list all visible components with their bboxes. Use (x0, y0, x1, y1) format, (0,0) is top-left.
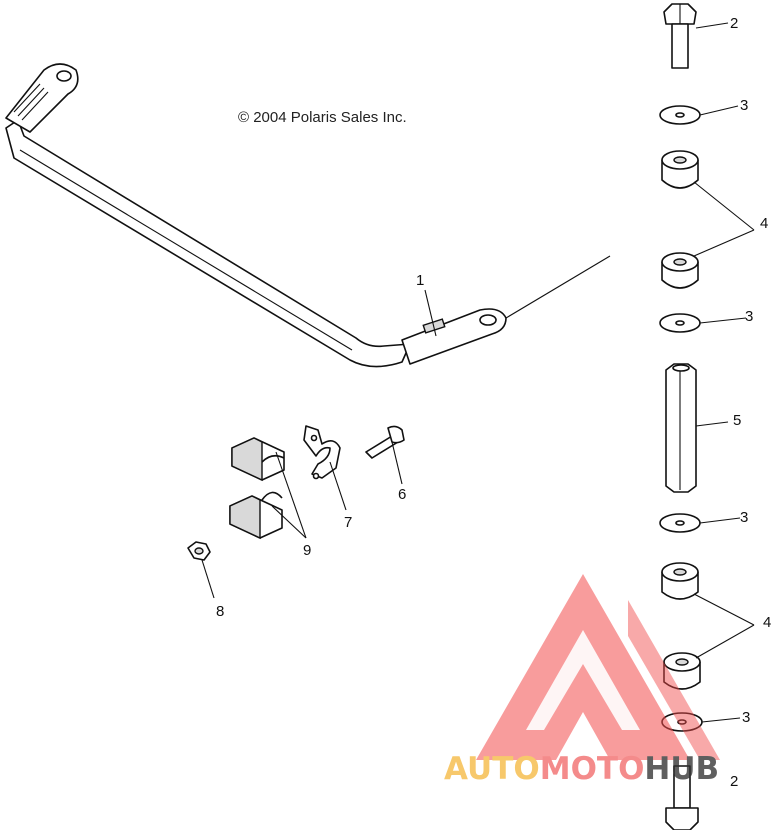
washer-c (659, 513, 701, 533)
watermark-auto: AUTO (444, 751, 540, 787)
bushing-4 (663, 652, 701, 690)
callout-2-bottom: 2 (730, 773, 738, 790)
callout-7: 7 (344, 514, 352, 531)
callout-4-top: 4 (760, 215, 768, 232)
callout-3-c: 3 (740, 509, 748, 526)
svg-text:AUTOMOTOHUB: AUTOMOTOHUB (444, 751, 719, 787)
callout-2-top: 2 (730, 15, 738, 32)
callout-8: 8 (216, 603, 224, 620)
callout-5: 5 (733, 412, 741, 429)
bolt-bottom (665, 765, 699, 830)
lock-nut (187, 541, 211, 561)
clamp-half-lower (229, 491, 283, 540)
callout-3-a: 3 (740, 97, 748, 114)
callout-4-bottom: 4 (763, 614, 771, 631)
carriage-bolt (365, 425, 405, 459)
copyright-text: © 2004 Polaris Sales Inc. (238, 109, 407, 126)
bushing-2 (661, 252, 699, 289)
clamp-half-upper (231, 437, 285, 482)
bushing-1 (661, 150, 699, 189)
bolt-top (663, 3, 697, 69)
callout-3-b: 3 (745, 308, 753, 325)
callout-3-d: 3 (742, 709, 750, 726)
watermark-hub: HUB (644, 751, 719, 787)
mounting-bracket (303, 425, 341, 480)
watermark-moto: MOTO (540, 751, 645, 787)
automotohub-watermark-logo: AUTOMOTOHUB (444, 574, 720, 787)
bushing-3 (661, 562, 699, 600)
stabilizer-bar (5, 63, 611, 368)
washer-b (659, 313, 701, 333)
callout-9: 9 (303, 542, 311, 559)
leader-lines (201, 22, 755, 723)
callout-6: 6 (398, 486, 406, 503)
callout-1: 1 (416, 272, 424, 289)
washer-a (659, 105, 701, 125)
spacer-tube (665, 363, 697, 493)
